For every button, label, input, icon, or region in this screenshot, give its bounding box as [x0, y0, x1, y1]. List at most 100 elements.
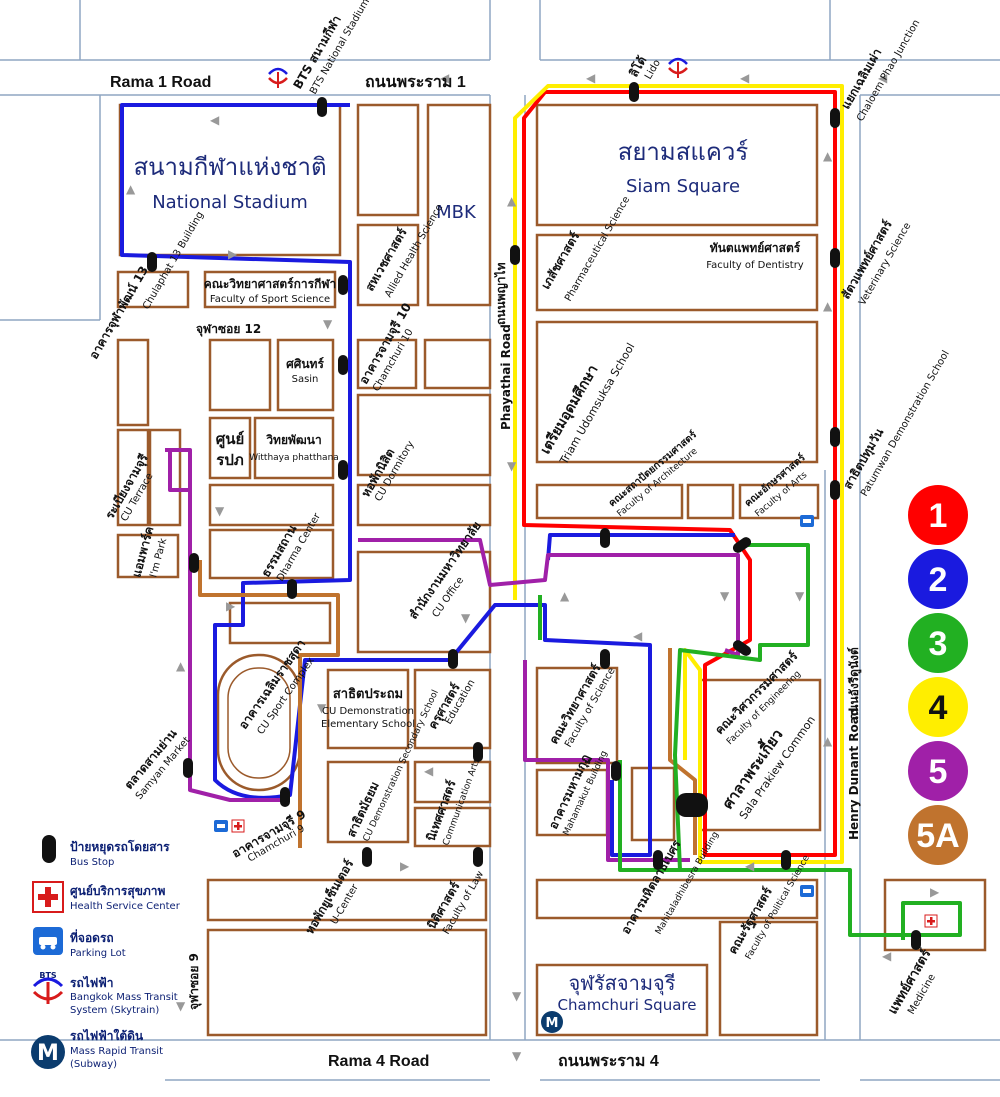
arrow-icon: ▼ [720, 589, 730, 603]
arrow-icon: ▼ [323, 317, 333, 331]
route-key-label-5a: 5A [916, 817, 959, 855]
health-cross-icon [924, 914, 938, 928]
arrow-icon: ▼ [795, 589, 805, 603]
bus-hub-icon[interactable] [676, 793, 708, 817]
legend-mrt-en1: Mass Rapid Transit [70, 1046, 163, 1057]
bus-stop-icon[interactable] [287, 579, 297, 599]
national-stadium-th: สนามกีฬาแห่งชาติ [133, 153, 326, 181]
bus-stop-icon[interactable] [280, 787, 290, 807]
route-key-circle-1 [908, 485, 968, 545]
arrow-icon: ▶ [228, 247, 238, 261]
arrow-icon: ▲ [823, 299, 833, 313]
road-label-henry-dunant: Henry Dunant Road [847, 708, 861, 840]
arrow-icon: ▲ [560, 589, 570, 603]
parking-icon [214, 820, 228, 832]
bus-stops [147, 82, 921, 950]
witthaya-th: วิทยพัฒนา [266, 433, 322, 447]
road-label-rama1-en: Rama 1 Road [110, 74, 211, 91]
bus-stop-icon[interactable] [473, 742, 483, 762]
bus-stop-icon[interactable] [731, 535, 753, 555]
arrow-icon: ◀ [210, 113, 220, 127]
bus-stop-icon[interactable] [338, 275, 348, 295]
chamchuri-square-en: Chamchuri Square [558, 996, 697, 1014]
route-key-label-3: 3 [929, 625, 948, 663]
arrow-icon: ▲ [176, 659, 186, 673]
bus-stop-icon[interactable] [473, 847, 483, 867]
road-label-phayathai: Phayathai Road [499, 324, 513, 430]
bts-logo-icon [268, 67, 288, 88]
legend-health-th: ศูนย์บริการสุขภาพ [70, 884, 166, 899]
bus-stop-icon[interactable] [338, 355, 348, 375]
bus-stop-icon[interactable] [600, 649, 610, 669]
arrow-icon: ◀ [740, 71, 750, 85]
bts-logo-text: BTS [39, 971, 57, 980]
siam-square-en: Siam Square [626, 176, 740, 197]
route-key-label-4: 4 [929, 689, 948, 727]
road-label-rama4-en: Rama 4 Road [328, 1053, 429, 1070]
arrow-icon: ◀ [882, 949, 892, 963]
bus-stop-icon[interactable] [600, 528, 610, 548]
building-blocks [116, 103, 987, 1037]
road-label-henry-dunant-th: ถนนอังรีดูนังต์ [847, 647, 862, 720]
arrow-icon: ▶ [226, 599, 236, 613]
traffic-arrows: ◀ ▲ ▶ ▼ ◀ ◀ ◀ ◀ ▲ ▼ ▲ ▲ ▲ ▼ ▲ ▼ ▼ ◀ ▲ ▼ … [126, 71, 940, 1063]
legend-parking-th: ที่จอดรถ [70, 929, 114, 945]
bus-stop-icon[interactable] [448, 649, 458, 669]
bus-stop-icon[interactable] [653, 850, 663, 870]
mrt-logo-icon: M [31, 1035, 65, 1069]
bus-stop-icon[interactable] [611, 761, 621, 781]
arrow-icon: ▶ [400, 859, 410, 873]
demo-elem-en1: CU Demonstration [322, 706, 414, 717]
route-key-circle-5 [908, 741, 968, 801]
bus-stop-icon[interactable] [830, 480, 840, 500]
bus-stop-icon[interactable] [183, 758, 193, 778]
sunrpk-th1: ศูนย์ [216, 430, 245, 449]
arrow-icon: ◀ [424, 764, 434, 778]
route-key-circle-5a [908, 805, 968, 865]
arrow-icon: ◀ [633, 629, 643, 643]
bus-stop-icon[interactable] [911, 930, 921, 950]
health-cross-icon [231, 819, 245, 833]
sasin-th: ศศินทร์ [286, 357, 324, 371]
bus-stop-icon[interactable] [629, 82, 639, 102]
road-labels: Rama 1 Road ถนนพระราม 1 Rama 4 Road ถนนพ… [110, 74, 862, 1070]
bus-stop-icon[interactable] [362, 847, 372, 867]
arrow-icon: ▼ [317, 701, 327, 715]
arrow-icon: ◀ [586, 71, 596, 85]
route-key-label-1: 1 [929, 497, 948, 535]
bus-stop-icon[interactable] [189, 553, 199, 573]
arrow-icon: ▼ [512, 989, 522, 1003]
legend-bts-en2: System (Skytrain) [70, 1005, 159, 1016]
arrow-icon: ◀ [440, 71, 450, 85]
sport-sci-en: Faculty of Sport Science [210, 294, 330, 305]
bus-stop-icon[interactable] [317, 97, 327, 117]
bus-stop-icon[interactable] [510, 245, 520, 265]
bus-stop-icon[interactable] [781, 850, 791, 870]
sasin-en: Sasin [292, 374, 319, 385]
bts-logo-icon [668, 57, 688, 78]
arrow-icon: ◀ [878, 71, 888, 85]
route-key-label-2: 2 [929, 561, 948, 599]
arrow-icon: ▼ [176, 999, 186, 1013]
bus-stop-icon[interactable] [338, 460, 348, 480]
bus-stop-icon[interactable] [830, 427, 840, 447]
parking-icon [33, 927, 63, 955]
legend: ป้ายหยุดรถโดยสาร Bus Stop ศูนย์บริการสุข… [31, 835, 181, 1070]
arrow-icon: ▼ [507, 459, 517, 473]
bus-stop-icon[interactable] [830, 108, 840, 128]
demo-elem-en2: Elementary School [321, 719, 415, 730]
siam-square-th: สยามสแควร์ [618, 138, 749, 166]
dentistry-en: Faculty of Dentistry [706, 260, 804, 271]
bus-stop-icon[interactable] [830, 248, 840, 268]
bus-stop-icon[interactable] [731, 638, 753, 658]
legend-parking-en: Parking Lot [70, 948, 126, 959]
arrow-icon: ▲ [126, 182, 136, 196]
bus-routes [120, 84, 962, 940]
road-label-chula-soi9: จุฬาซอย 9 [187, 953, 202, 1010]
bts-logo-icon: BTS [32, 971, 64, 1004]
bus-stop-icon[interactable] [147, 252, 157, 272]
road-label-rama1-th: ถนนพระราม 1 [365, 74, 466, 91]
